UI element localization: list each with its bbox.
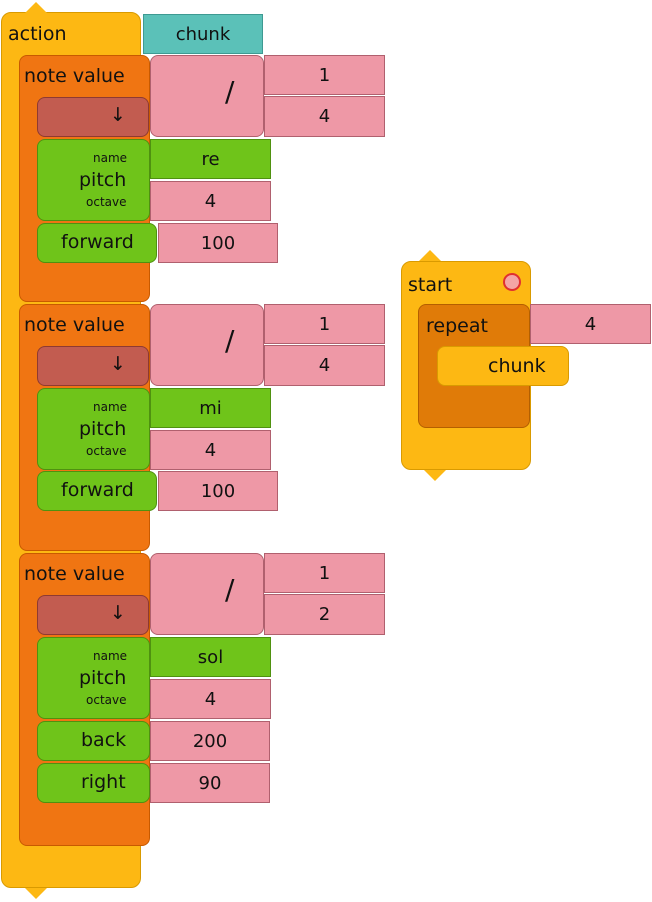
start-label: start — [408, 274, 453, 296]
divide-block[interactable] — [150, 553, 264, 635]
forward-label: forward — [61, 231, 134, 253]
denominator-field[interactable]: 2 — [264, 594, 385, 635]
note-value-label: note value — [24, 65, 125, 87]
numerator-field[interactable]: 1 — [264, 55, 385, 95]
action-top-notch — [25, 2, 47, 13]
pitch-name-label: name — [93, 400, 128, 414]
forward-label: forward — [61, 479, 134, 501]
pitch-octave-label: octave — [86, 693, 127, 707]
repeat-count-field[interactable]: 4 — [530, 304, 651, 344]
divide-block[interactable] — [150, 55, 264, 137]
back-value-field[interactable]: 200 — [150, 721, 270, 761]
note-value-label: note value — [24, 314, 125, 336]
arrow-block[interactable] — [37, 97, 149, 137]
divide-block[interactable] — [150, 304, 264, 386]
back-block[interactable] — [37, 721, 150, 761]
right-block[interactable] — [37, 763, 150, 803]
divide-symbol: / — [225, 75, 235, 108]
start-mouse-icon[interactable] — [503, 273, 521, 291]
pitch-octave-label: octave — [86, 444, 127, 458]
denominator-field[interactable]: 4 — [264, 345, 385, 386]
back-label: back — [81, 729, 127, 751]
denominator-field[interactable]: 4 — [264, 96, 385, 137]
forward-block[interactable] — [37, 223, 157, 263]
note-value-label: note value — [24, 563, 125, 585]
pitch-octave-label: octave — [86, 195, 127, 209]
chunk-call-block[interactable] — [437, 346, 569, 386]
arrow-block[interactable] — [37, 346, 149, 386]
divide-symbol: / — [225, 573, 235, 606]
pitch-block[interactable] — [37, 637, 150, 719]
action-name-field[interactable]: chunk — [143, 14, 263, 54]
forward-value-field[interactable]: 100 — [158, 471, 278, 511]
octave-field[interactable]: 4 — [150, 430, 271, 470]
repeat-label: repeat — [426, 315, 488, 337]
start-top-notch — [419, 250, 441, 261]
pitch-label: pitch — [79, 418, 127, 440]
numerator-field[interactable]: 1 — [264, 553, 385, 593]
pitch-label: pitch — [79, 169, 127, 191]
arrow-down-icon: ↓ — [110, 104, 126, 126]
octave-field[interactable]: 4 — [150, 679, 271, 719]
pitch-label: pitch — [79, 667, 127, 689]
forward-block[interactable] — [37, 471, 157, 511]
right-label: right — [81, 771, 126, 793]
divide-symbol: / — [225, 324, 235, 357]
action-label: action — [8, 23, 67, 45]
chunk-call-label: chunk — [488, 355, 546, 377]
arrow-down-icon: ↓ — [110, 353, 126, 375]
arrow-down-icon: ↓ — [110, 602, 126, 624]
pitch-block[interactable] — [37, 139, 150, 221]
pitch-name-label: name — [93, 649, 128, 663]
pitch-name-field[interactable]: re — [150, 139, 271, 179]
action-bottom-notch — [25, 888, 47, 899]
pitch-block[interactable] — [37, 388, 150, 470]
forward-value-field[interactable]: 100 — [158, 223, 278, 263]
arrow-block[interactable] — [37, 595, 149, 635]
octave-field[interactable]: 4 — [150, 181, 271, 221]
numerator-field[interactable]: 1 — [264, 304, 385, 344]
pitch-name-field[interactable]: sol — [150, 637, 271, 677]
pitch-name-field[interactable]: mi — [150, 388, 271, 428]
start-bottom-notch — [424, 470, 446, 481]
right-value-field[interactable]: 90 — [150, 763, 270, 803]
pitch-name-label: name — [93, 151, 128, 165]
